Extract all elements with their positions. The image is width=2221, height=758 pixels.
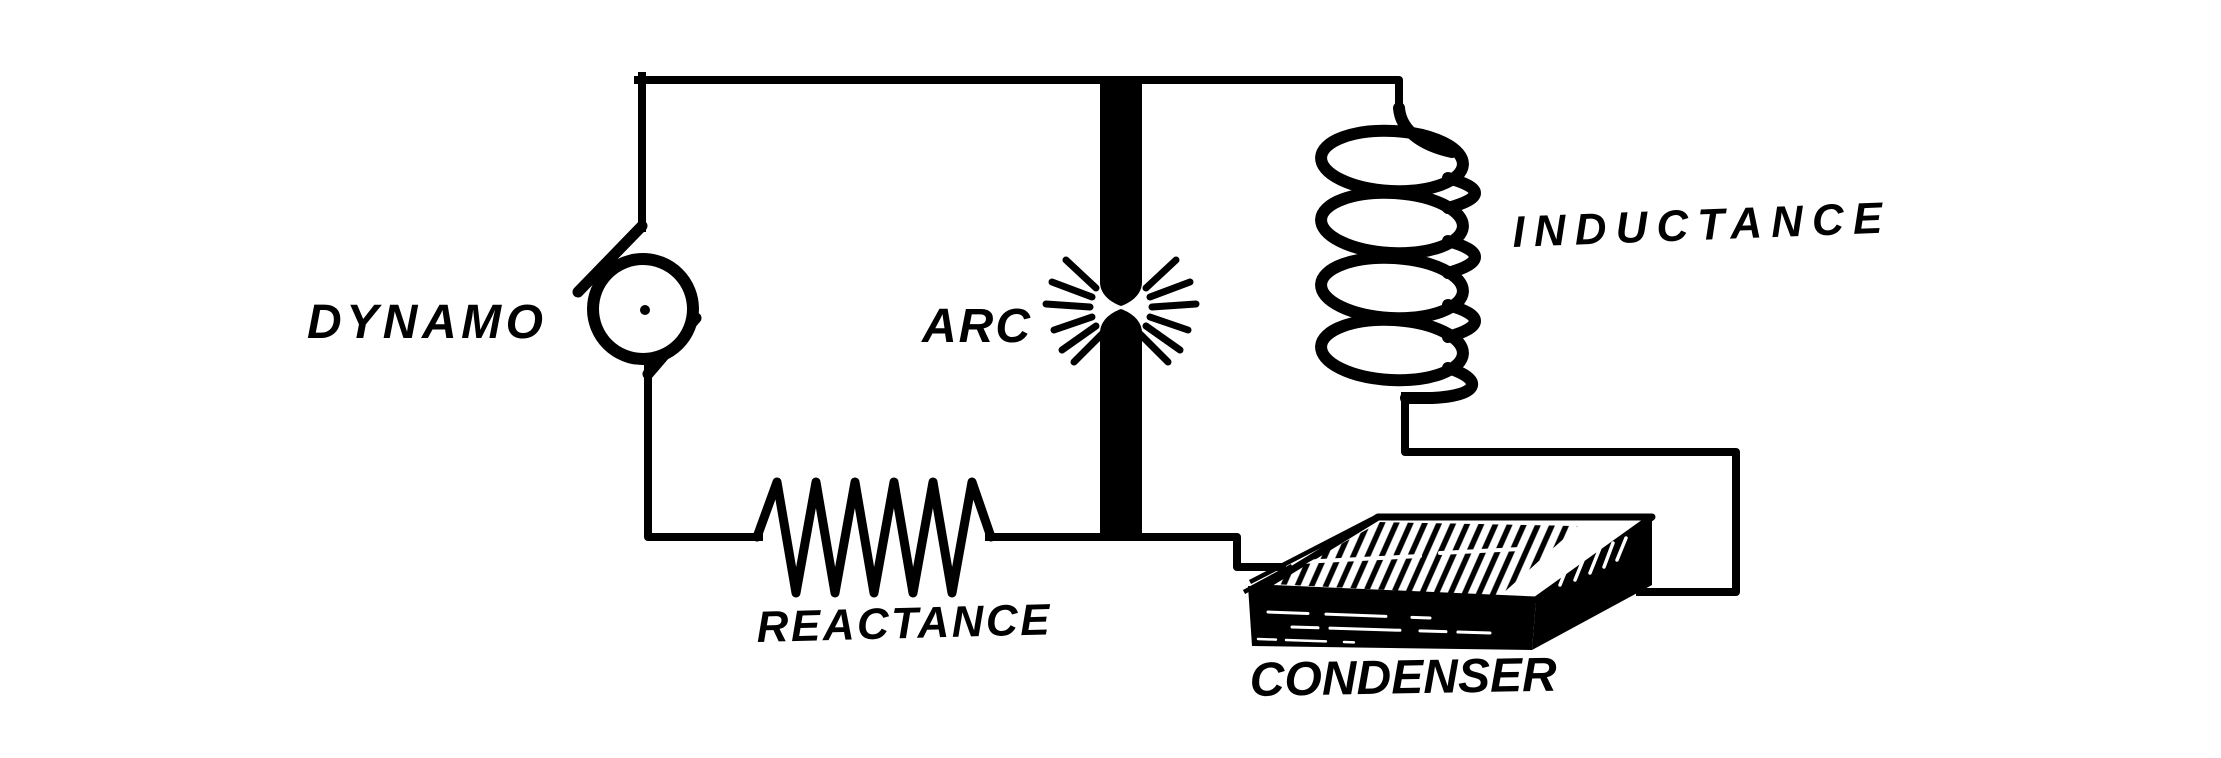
arc-upper-electrode [1100,76,1142,306]
arc-lower-electrode [1100,309,1142,541]
inductance-label: INDUCTANCE [1512,194,1885,257]
condenser-symbol [1242,513,1656,650]
reactance-zigzag [752,477,996,598]
inductance-coil-symbol [1315,102,1481,404]
coil-connector [1442,172,1481,214]
right-side-wire [1401,392,1740,596]
coil-turn [1315,124,1469,198]
condenser-hatching [1270,522,1578,596]
spark-ray [1146,313,1192,334]
condenser-front-scratches [1256,610,1492,645]
dynamo-brush-top [572,220,648,298]
coil-connector [1442,299,1481,343]
bottom-wire-right [985,533,1286,571]
spark-ray [1048,278,1096,301]
coil-connector [1442,235,1481,279]
coil-turn [1315,313,1469,387]
spark-ray [1058,322,1100,354]
arc-symbol [1042,76,1200,541]
spark-ray [1062,256,1100,292]
coil-exit-arc [1400,362,1478,404]
coil-turn [1315,251,1469,325]
condenser-front-face [1248,586,1536,650]
condenser-side-scratches [1558,536,1628,587]
top-wire [634,76,1403,114]
left-wire-lower [644,362,763,541]
arc-spark-rays [1042,256,1200,366]
spark-ray [1142,322,1184,354]
spark-ray [1050,313,1096,334]
dynamo-symbol [572,220,702,380]
dynamo-center-dot [640,305,650,315]
spark-ray [1146,278,1194,301]
dynamo-label: DYNAMO [307,296,543,349]
spark-ray [1148,300,1200,311]
reactance-label: REACTANCE [756,595,1052,652]
spark-ray [1070,330,1106,366]
coil-turn [1315,186,1469,260]
spark-ray [1042,300,1094,311]
arc-label: ARC [921,300,1031,353]
condenser-label: CONDENSER [1249,649,1557,707]
spark-ray [1142,256,1180,292]
spark-ray [1136,330,1172,366]
